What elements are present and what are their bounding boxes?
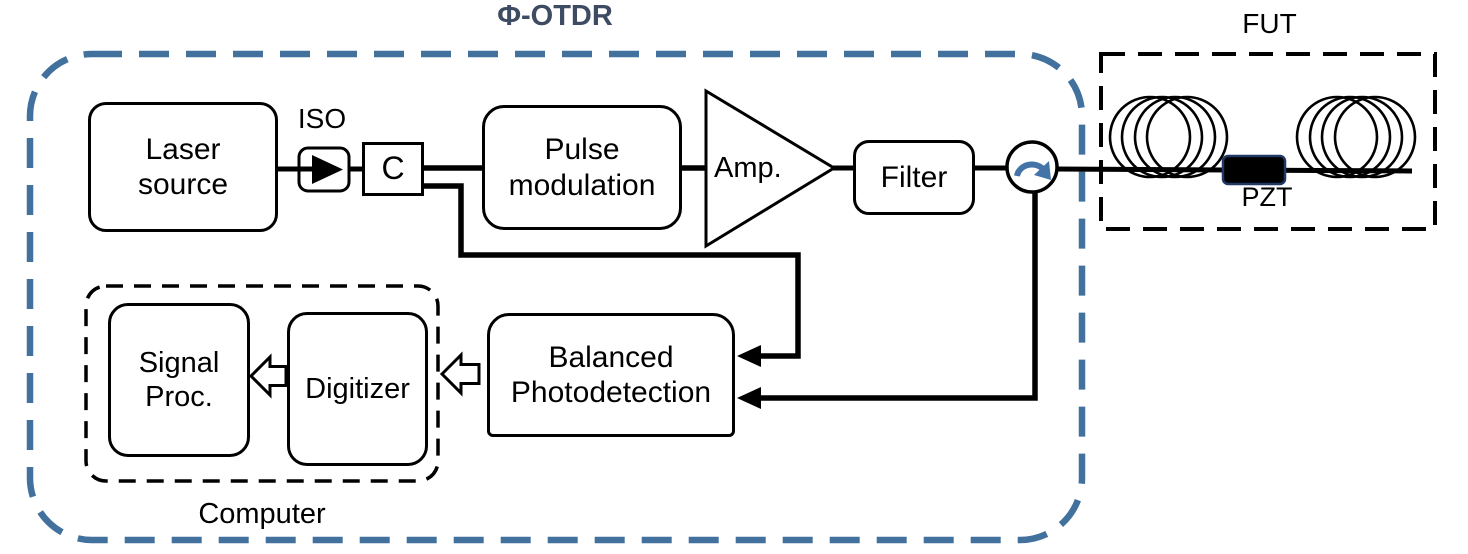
otdr-boundary bbox=[26, 50, 1086, 544]
connector-circulator-to-bpd bbox=[747, 191, 1038, 401]
coupler-label: C bbox=[381, 150, 405, 187]
pulse-modulation-label-line1: Pulse bbox=[544, 133, 620, 167]
fut-label: FUT bbox=[1242, 8, 1297, 39]
amplifier-label: Amp. bbox=[714, 152, 782, 184]
pulse-modulation-label-line2: modulation bbox=[508, 168, 656, 202]
digitizer-label: Digitizer bbox=[305, 372, 410, 405]
balanced-photodetection-label-line2: Photodetection bbox=[510, 376, 712, 409]
arrowhead-return-path-icon bbox=[737, 387, 761, 409]
flow-arrow-digitizer-to-signalproc-icon bbox=[248, 353, 288, 399]
signal-proc-label-line1: Signal bbox=[138, 346, 220, 379]
laser-source-label-line2: source bbox=[137, 168, 229, 201]
laser-source-box: Laser source bbox=[88, 102, 278, 232]
computer-boundary bbox=[84, 284, 440, 483]
fiber-coil-left-icon bbox=[1108, 95, 1229, 179]
pzt-label: PZT bbox=[1241, 182, 1293, 212]
laser-source-label-line1: Laser bbox=[145, 132, 221, 166]
signal-proc-label-line2: Proc. bbox=[145, 381, 213, 413]
connector-coupler-to-bpd bbox=[422, 183, 801, 359]
computer-label: Computer bbox=[198, 498, 326, 530]
balanced-photodetection-box: Balanced Photodetection bbox=[487, 313, 735, 437]
fiber-coil-right-icon bbox=[1295, 95, 1417, 179]
arrowhead-reference-path-icon bbox=[737, 345, 761, 367]
coupler-box: C bbox=[362, 142, 424, 196]
pulse-modulation-box: Pulse modulation bbox=[482, 105, 682, 230]
circulator-clockwise-arc-icon bbox=[1005, 140, 1059, 194]
balanced-photodetection-label-line1: Balanced bbox=[548, 340, 674, 374]
pzt-block bbox=[1221, 154, 1287, 186]
iso-label: ISO bbox=[297, 103, 347, 134]
fut-boundary bbox=[1099, 52, 1437, 231]
amplifier-triangle bbox=[704, 88, 837, 249]
isolator-forward-arrow-icon bbox=[297, 146, 351, 193]
flow-arrow-bpd-to-computer-icon bbox=[439, 351, 481, 397]
digitizer-box: Digitizer bbox=[287, 312, 428, 466]
filter-label: Filter bbox=[880, 160, 948, 194]
page-title: Φ-OTDR bbox=[497, 0, 613, 32]
signal-proc-box: Signal Proc. bbox=[108, 303, 250, 457]
filter-box: Filter bbox=[853, 140, 975, 215]
